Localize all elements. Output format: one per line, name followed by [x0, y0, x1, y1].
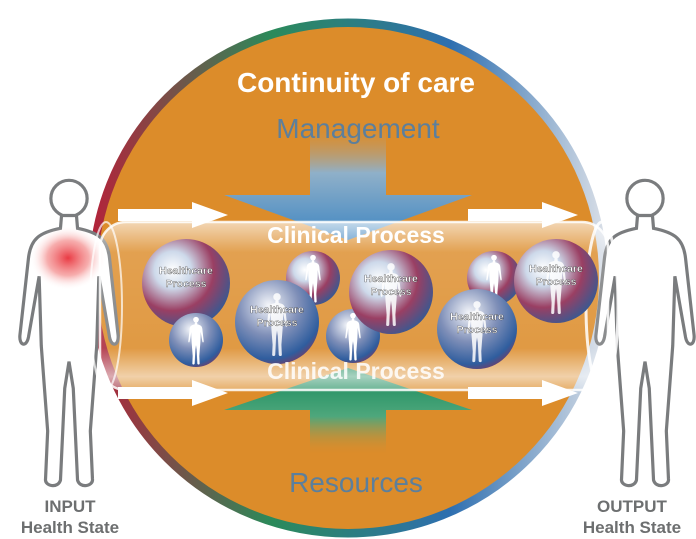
- flow-arrow-top-left: [118, 202, 228, 228]
- management-arrow: [224, 118, 472, 240]
- input-label-line1: INPUT: [44, 497, 96, 516]
- flow-arrow-bottom-right: [468, 380, 578, 406]
- sphere-person-1: [169, 313, 223, 367]
- output-label-line2: Health State: [582, 518, 682, 537]
- input-label: INPUT Health State: [0, 496, 140, 538]
- management-label: Management: [276, 113, 440, 144]
- clinical-process-label-bottom: Clinical Process: [267, 358, 445, 384]
- input-person: [18, 178, 120, 488]
- resources-label: Resources: [289, 467, 423, 498]
- output-person: [594, 178, 696, 488]
- output-label-line1: OUTPUT: [597, 497, 667, 516]
- diagram-title: Continuity of care: [237, 67, 475, 98]
- output-label: OUTPUT Health State: [568, 496, 696, 538]
- flow-arrows: [118, 202, 578, 406]
- flow-arrow-top-right: [468, 202, 578, 228]
- flow-arrow-bottom-left: [118, 380, 228, 406]
- clinical-process-label-top: Clinical Process: [267, 222, 445, 248]
- input-label-line2: Health State: [20, 518, 120, 537]
